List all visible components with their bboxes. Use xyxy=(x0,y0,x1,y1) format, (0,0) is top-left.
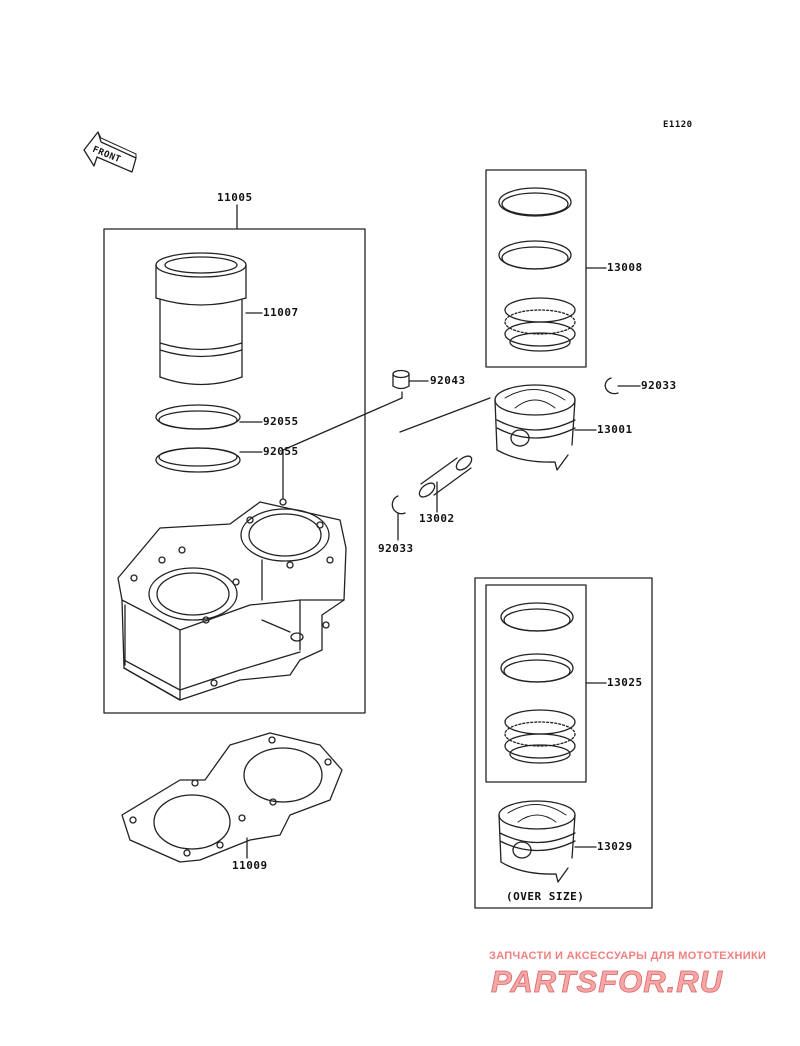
part-label-92033-left[interactable]: 92033 xyxy=(378,542,414,555)
piston-rings-drawing xyxy=(498,187,576,352)
part-label-11009[interactable]: 11009 xyxy=(232,859,268,872)
part-label-92043[interactable]: 92043 xyxy=(430,374,466,387)
part-label-11007[interactable]: 11007 xyxy=(263,306,299,319)
circlip-left-drawing xyxy=(391,495,406,541)
circlip-right-drawing xyxy=(604,377,641,395)
watermark-tagline: ЗАПЧАСТИ И АКСЕССУАРЫ ДЛЯ МОТОТЕХНИКИ xyxy=(489,950,767,962)
watermark-logo-text: PARTSFOR.RU xyxy=(491,964,724,999)
dowel-pin-drawing xyxy=(392,369,429,390)
piston-ring-set-frame xyxy=(485,169,607,368)
o-ring-upper-drawing xyxy=(155,404,263,430)
cylinder-gasket-drawing xyxy=(121,732,343,863)
part-label-11005[interactable]: 11005 xyxy=(217,191,253,204)
part-label-92055-upper[interactable]: 92055 xyxy=(263,415,299,428)
part-label-13002[interactable]: 13002 xyxy=(419,512,455,525)
oversize-piston-drawing xyxy=(498,800,597,883)
cylinder-block-drawing xyxy=(117,391,403,701)
front-arrow-icon xyxy=(83,131,137,173)
oversize-note: (OVER SIZE) xyxy=(506,890,585,903)
cylinder-assembly-frame xyxy=(103,204,366,714)
part-label-13029[interactable]: 13029 xyxy=(597,840,633,853)
oversize-piston-rings-drawing xyxy=(500,602,576,764)
reference-code: E1120 xyxy=(663,120,693,130)
part-label-13025[interactable]: 13025 xyxy=(607,676,643,689)
part-label-13008[interactable]: 13008 xyxy=(607,261,643,274)
piston-pin-drawing xyxy=(399,397,491,513)
piston-drawing xyxy=(494,384,597,471)
part-label-92055-lower[interactable]: 92055 xyxy=(263,445,299,458)
part-label-92033-right[interactable]: 92033 xyxy=(641,379,677,392)
watermark-logo: PARTSFOR.RU xyxy=(491,964,724,1000)
cylinder-liner-drawing xyxy=(155,252,263,386)
oversize-parts-frame xyxy=(474,577,653,909)
part-label-13001[interactable]: 13001 xyxy=(597,423,633,436)
o-ring-lower-drawing xyxy=(155,447,263,473)
